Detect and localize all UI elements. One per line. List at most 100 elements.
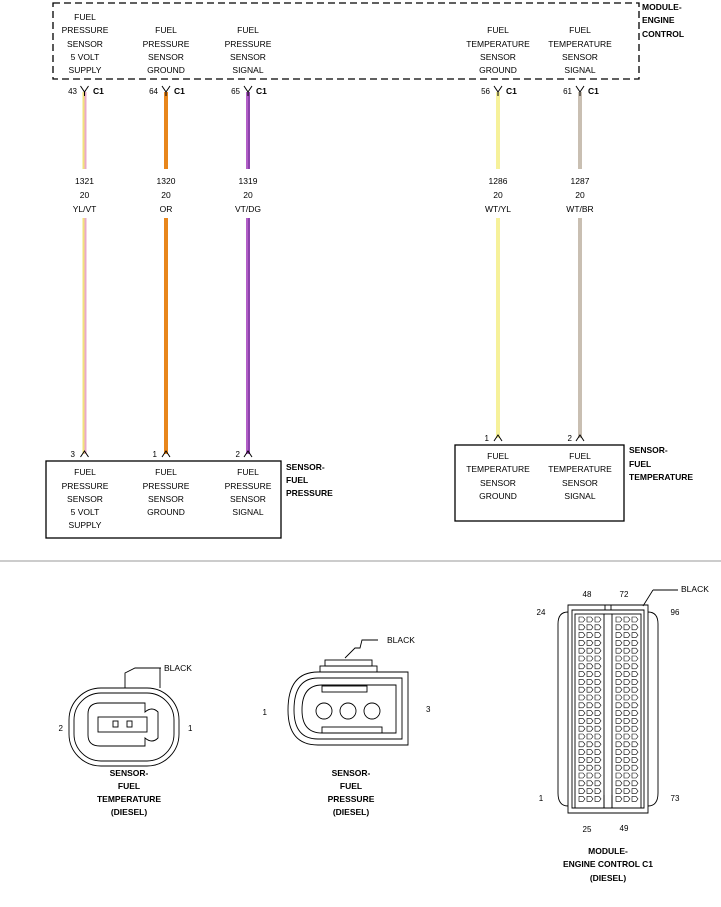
wire-lower-stripe-b [498,218,500,438]
connector-cavity [87,702,159,747]
label-line: TEMPERATURE [466,464,530,474]
ecm-pin-label-48: 48 [583,590,592,599]
ecm-terminal-cavity [586,647,594,654]
ecm-terminal-cavity [586,616,594,623]
ecm-connector-view [557,589,678,814]
ecm-label-3-line-4: SIGNAL [232,65,263,75]
ecm-label-5-line-1: FUEL [569,25,591,35]
terminal-symbol [243,85,253,96]
wire-upper-stripe-a [82,92,85,169]
ecm-terminal-cavity [594,616,602,623]
wire-color-code: WT/BR [566,204,593,214]
connector-left-rib [557,611,569,807]
ecm-terminal-cavity [578,624,586,631]
ecm-label-2-line-3: SENSOR [148,52,184,62]
caption-line: (DIESEL) [590,873,627,883]
wire-upper-stripe-a [164,92,166,169]
connector-inner-shell [293,677,403,740]
label-line: FUEL [487,451,509,461]
wire-lower-stripe-b [248,218,250,454]
ecm-terminal-cavity [623,702,631,709]
fuel-temperature-sensor-box: 1 2 FUEL TEMPERATURE SENSOR GROUND FUEL … [454,434,693,522]
label-line: SUPPLY [69,520,102,530]
ecm-terminal-cavity [631,686,639,693]
label-line: FUEL [155,467,177,477]
wire-upper-stripe-a [246,92,248,169]
ecm-terminal-cavity [586,741,594,748]
ecm-label-4-line-4: GROUND [479,65,517,75]
ecm-label-1-line-2: PRESSURE [62,25,109,35]
label-line: SENSOR [562,478,598,488]
ecm-terminal-cavity [594,764,602,771]
ecm-label-col-2: FUEL PRESSURE SENSOR GROUND [143,25,190,75]
ecm-terminal-cavity [594,632,602,638]
terminal-pin [339,702,357,720]
ecm-terminal-cavity [586,624,594,631]
ecm-label-2-line-4: GROUND [147,65,185,75]
ecm-terminal-cavity [623,647,631,654]
ecm-terminal-cavity [631,718,639,724]
ecm-terminal-cavity [586,694,594,701]
wire-gauge: 20 [575,190,585,200]
ecm-terminal-cavity [631,671,639,677]
ecm-terminal-cavity [578,632,586,638]
wire-lower-stripe-a [164,218,166,454]
ecm-terminal-cavity [594,772,602,779]
wire-gauge: 20 [161,190,171,200]
label-line: SENSOR [480,478,516,488]
ecm-terminal-cavity [623,718,631,724]
wire-gauge: 20 [243,190,253,200]
ecm-pin-label-49: 49 [620,824,629,833]
ecm-label-1-line-4: 5 VOLT [71,52,100,62]
title-line: TEMPERATURE [629,472,693,482]
ecm-terminal-cavity [586,757,594,763]
wire-1319: 1319 20 VT/DG [235,92,261,454]
ecm-terminal-cavity [631,655,639,662]
ecm-terminal-cavity [586,733,594,740]
ecm-terminal-cavity [623,671,631,677]
ecm-terminal-cavity [586,702,594,709]
ecm-title-line-2: ENGINE [642,15,675,25]
title-line: FUEL [629,459,651,469]
wire-circuit: 1287 [571,176,590,186]
ecm-terminal-cavity [586,718,594,724]
ecm-terminal-cavity [631,616,639,623]
pin-number: 1 [153,450,158,459]
wire-1320: 1320 20 OR [157,92,176,454]
ecm-label-col-4: FUEL TEMPERATURE SENSOR GROUND [466,25,530,75]
pressure-sensor-title: SENSOR- FUEL PRESSURE [286,462,333,498]
ecm-terminal-cavity [623,686,631,693]
ecm-label-4-line-1: FUEL [487,25,509,35]
ecm-terminal-cavity [623,655,631,662]
wire-upper-stripe-b [248,92,250,169]
label-line: FUEL [569,451,591,461]
ecm-terminal-cavity [623,764,631,771]
terminal-symbol [493,85,503,96]
temperature-label-1: FUEL TEMPERATURE SENSOR GROUND [466,451,530,501]
ecm-terminal-cavity [615,772,623,779]
ecm-terminal-cavity [578,757,586,763]
ecm-terminal-cavity [586,725,594,732]
label-line: PRESSURE [225,481,272,491]
ecm-terminal-cavity [594,710,602,716]
title-line: SENSOR- [286,462,325,472]
ecm-terminal-cavity [615,671,623,677]
ecm-terminal-cavity [615,655,623,662]
temperature-connector-view [68,667,180,767]
label-line: FUEL [237,467,259,477]
ecm-terminal-cavity [578,702,586,709]
ecm-terminal-cavity [578,679,586,685]
temperature-label-2: FUEL TEMPERATURE SENSOR SIGNAL [548,451,612,501]
ecm-terminal-cavity [586,663,594,670]
ecm-terminal-cavity [578,796,586,802]
ecm-terminal-cavity [623,749,631,755]
ecm-pin-label-25: 25 [583,825,592,834]
ecm-terminal-cavity [594,694,602,701]
temperature-sensor-title: SENSOR- FUEL TEMPERATURE [629,445,693,482]
ecm-terminal-cavity [615,686,623,693]
connector-inner-shell [73,692,175,762]
wire-circuit: 1319 [239,176,258,186]
ecm-terminal-cavity [578,764,586,771]
ecm-terminal-cavity [631,702,639,709]
terminal-pin [126,720,133,728]
